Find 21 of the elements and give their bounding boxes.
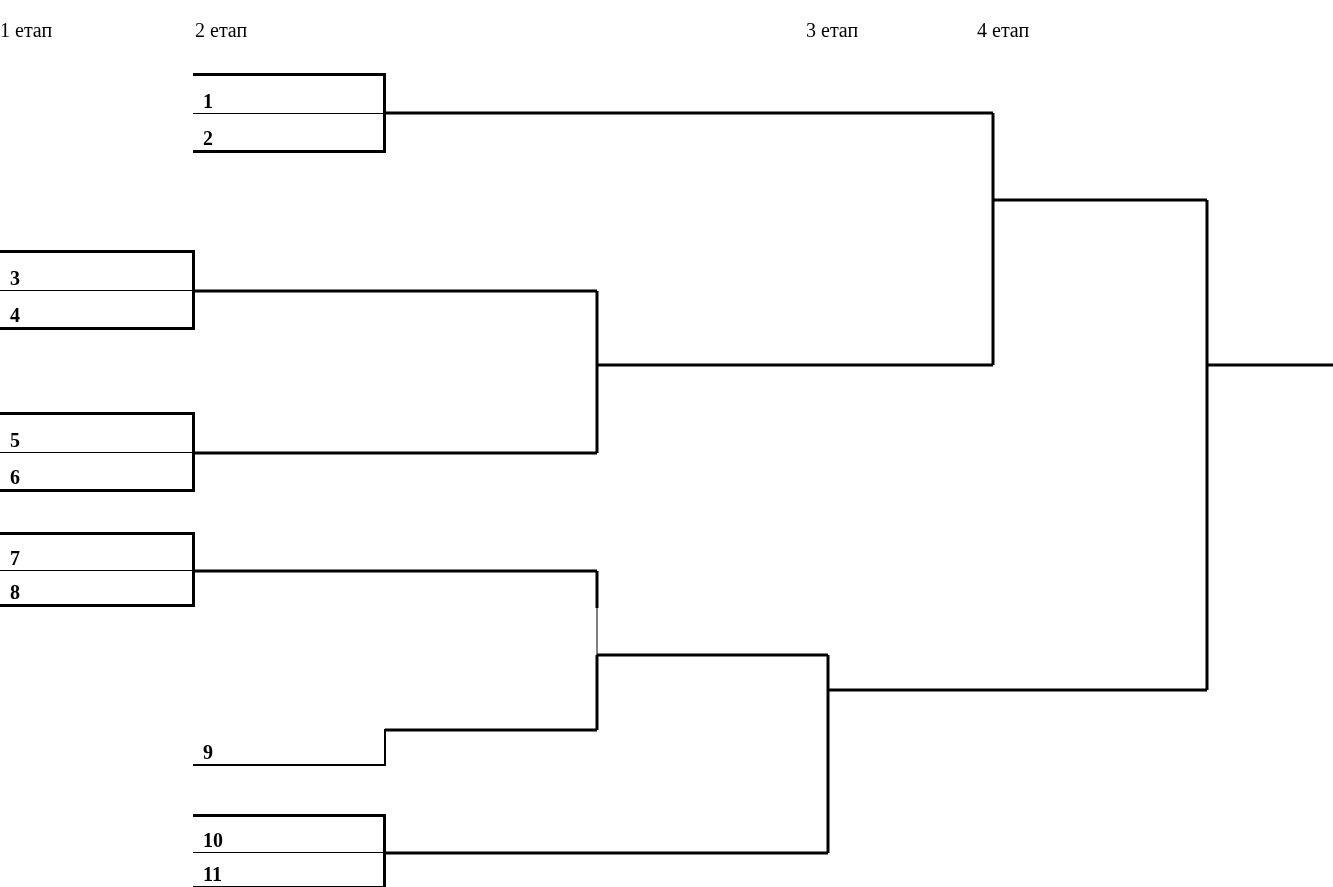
- bracket-box: [193, 729, 386, 766]
- stage-heading: 4 етап: [977, 20, 1030, 40]
- seed-number: 3: [10, 268, 20, 288]
- bracket-box: [0, 532, 195, 607]
- seed-number: 4: [10, 305, 20, 325]
- seed-number: 10: [203, 829, 223, 850]
- seed-number: 8: [10, 582, 20, 602]
- seed-number: 6: [10, 467, 20, 487]
- stage-heading: 2 етап: [195, 20, 248, 40]
- seed-number: 5: [10, 430, 20, 450]
- seed-number: 7: [10, 547, 20, 568]
- seed-number: 1: [203, 91, 213, 111]
- bracket-box: [0, 250, 195, 330]
- seed-number: 2: [203, 128, 213, 148]
- stage-heading: 1 етап: [0, 20, 53, 40]
- bracket-box: [193, 73, 386, 153]
- seed-number: 9: [203, 742, 213, 762]
- bracket-box: [0, 412, 195, 492]
- stage-heading: 3 етап: [806, 20, 859, 40]
- seed-number: 11: [203, 864, 222, 884]
- bracket-box: [193, 814, 386, 887]
